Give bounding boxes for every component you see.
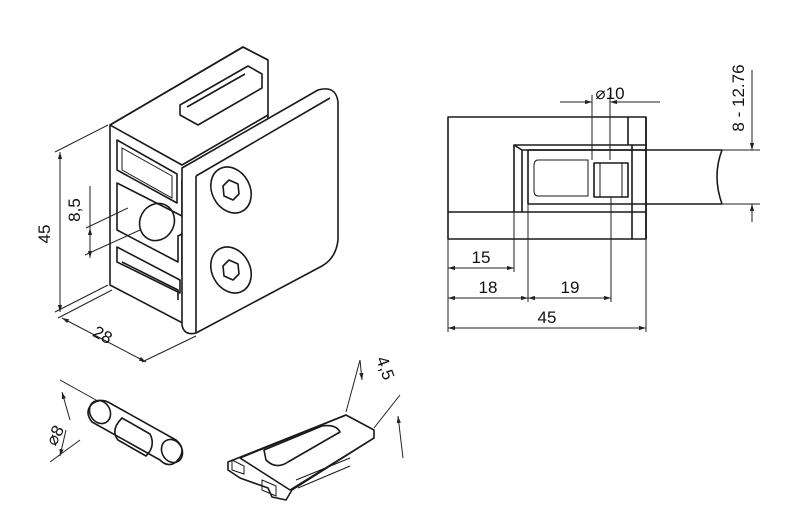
side-flange (627, 117, 647, 239)
clamp-lower-pocket-inner (121, 261, 179, 300)
clamp-top-edge (109, 46, 269, 166)
dim-hole-offset-label: 8,5 (65, 198, 84, 222)
iso-clamp-view: 45 8,5 28 (35, 46, 339, 363)
pin-detail (599, 163, 623, 197)
dim-pin-diameter-small-label: ⌀8 (42, 422, 68, 448)
dim-height-label: 45 (35, 225, 54, 244)
pad-tabs (231, 459, 277, 497)
clamp-lower-pocket (116, 246, 181, 294)
glass-pane (527, 149, 723, 205)
clamp-front-plate-edge (195, 97, 331, 333)
clamp-pin-hole (138, 202, 176, 242)
clamp-top-slot (179, 65, 263, 126)
clamp-upper-pocket-inner (121, 147, 173, 199)
screw-lower (209, 246, 253, 294)
pad-side-rail (295, 457, 351, 489)
side-body-outline (447, 116, 647, 240)
pad-body (227, 414, 375, 501)
dim-overall-width-label: 45 (538, 308, 557, 327)
pin-end-cap (88, 399, 112, 425)
glass-inner-lens (533, 159, 589, 197)
pin-tip (160, 438, 184, 464)
pin-body (87, 399, 183, 466)
dim-19-label: 19 (561, 278, 580, 297)
clamp-front-plate (181, 88, 339, 335)
dim-18-label: 18 (479, 278, 498, 297)
clamp-upper-pocket (116, 139, 178, 204)
rubber-pin (593, 162, 629, 198)
dim-glass-thickness-label: 8 - 12.76 (729, 64, 748, 131)
screw-upper (209, 166, 253, 214)
dim-pin-diameter-label: ⌀10 (595, 84, 624, 103)
pin-part-view: ⌀8 (42, 379, 184, 466)
pad-rubber-insert (263, 424, 341, 467)
side-section-view: ⌀10 8 - 12.76 15 18 19 45 (447, 64, 760, 332)
dim-15-label: 15 (472, 248, 491, 267)
pad-part-view: 4,5 (227, 354, 404, 501)
dim-pad-thickness-label: 4,5 (372, 354, 398, 383)
pin-rubber-sleeve (114, 417, 154, 457)
pad-top-edge (239, 414, 375, 491)
